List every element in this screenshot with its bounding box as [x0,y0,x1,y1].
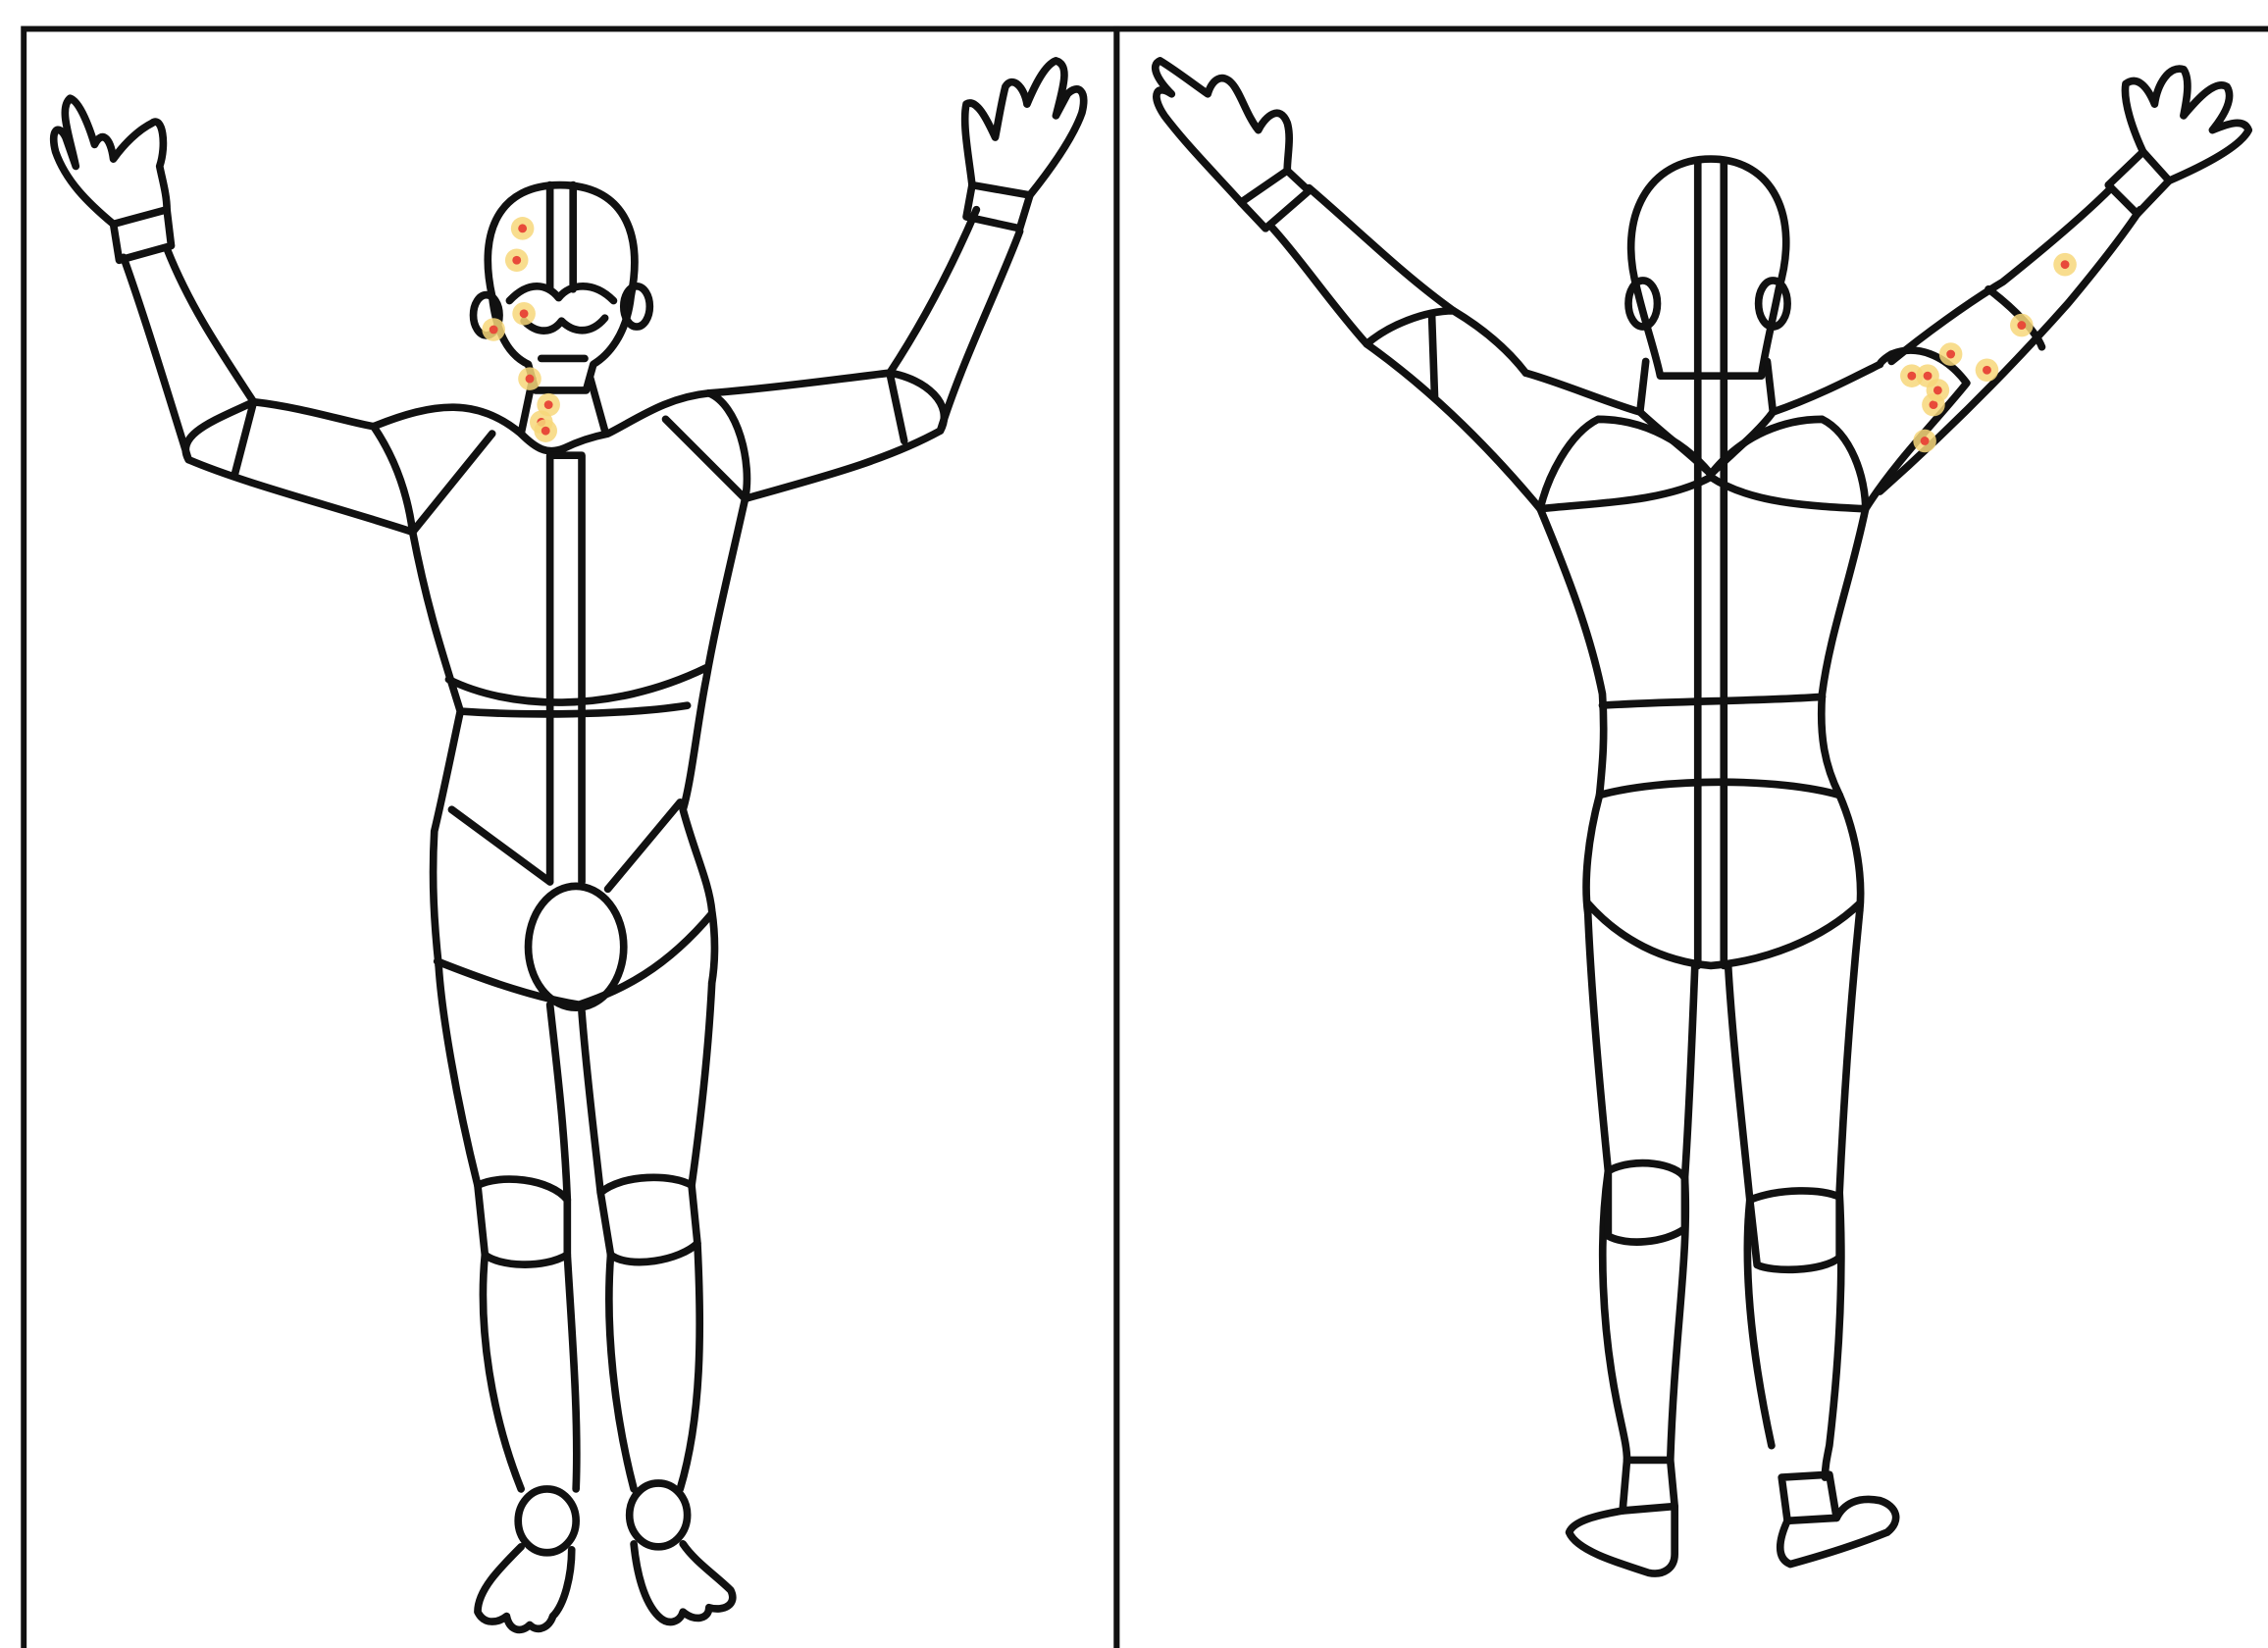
back-scapula-left [1540,419,1711,508]
front-face-lines [509,185,613,359]
front-left-knee [478,1179,567,1264]
front-left-forearm [124,248,254,459]
panel-borders [24,28,2268,1648]
front-right-hand [965,61,1084,195]
back-left-forearm [1272,188,1453,344]
front-body-figure [54,61,1084,1630]
back-waist-line [1602,696,1822,705]
front-symptom-mark [541,427,550,436]
front-hip-line [451,802,680,889]
front-right-elbow [890,373,904,440]
front-symptom-mark [526,375,535,384]
front-chest-line [448,668,705,702]
front-right-forearm [890,210,1020,431]
back-torso-right [1822,509,1866,911]
back-center-line [1698,162,1725,965]
back-left-upper-arm [1366,311,1540,509]
back-left-wrist [1241,171,1309,229]
front-chest-left [374,427,492,533]
back-symptom-mark [1924,372,1933,381]
front-symptom-mark [544,400,553,409]
front-right-foot [634,1544,733,1622]
front-pelvis [438,913,712,1004]
back-symptom-mark [1933,386,1942,394]
back-right-wrist [2108,152,2169,214]
back-symptom-mark [2017,321,2026,330]
front-center-line [550,455,582,882]
back-right-hand [2125,69,2248,180]
back-body-figure [1156,61,2248,1573]
front-symptom-mark [490,326,498,335]
back-symptom-mark [1921,437,1930,445]
front-left-ankle [518,1489,576,1553]
back-left-leg [1588,913,1695,1460]
front-left-shin [483,1255,576,1489]
back-torso-left [1540,509,1604,914]
back-left-elbow [1432,315,1435,397]
front-left-foot [478,1547,572,1630]
back-symptom-mark [1983,366,1991,375]
front-left-hand [54,98,167,224]
front-symptom-mark [512,256,521,265]
back-symptom-mark [2061,260,2070,269]
front-right-thigh [582,983,712,1193]
back-scapula-right [1711,419,1866,508]
front-chest-right [666,393,747,499]
front-groin [529,886,624,1007]
front-symptom-mark [518,224,527,232]
back-left-foot [1570,1507,1675,1573]
front-right-ankle [630,1483,688,1547]
back-symptom-mark [1946,350,1955,359]
front-symptom-mark [520,309,529,318]
front-left-wrist [114,210,172,261]
back-symptom-mark [1907,372,1916,381]
back-left-knee [1608,1163,1684,1242]
back-right-knee [1750,1191,1839,1269]
back-head [1631,159,1786,376]
back-right-ankle [1781,1474,1836,1520]
front-right-knee [600,1177,697,1262]
front-waist-line [460,705,687,714]
back-left-ankle [1623,1460,1675,1511]
back-right-foot [1780,1499,1896,1564]
front-right-shin [609,1243,699,1489]
